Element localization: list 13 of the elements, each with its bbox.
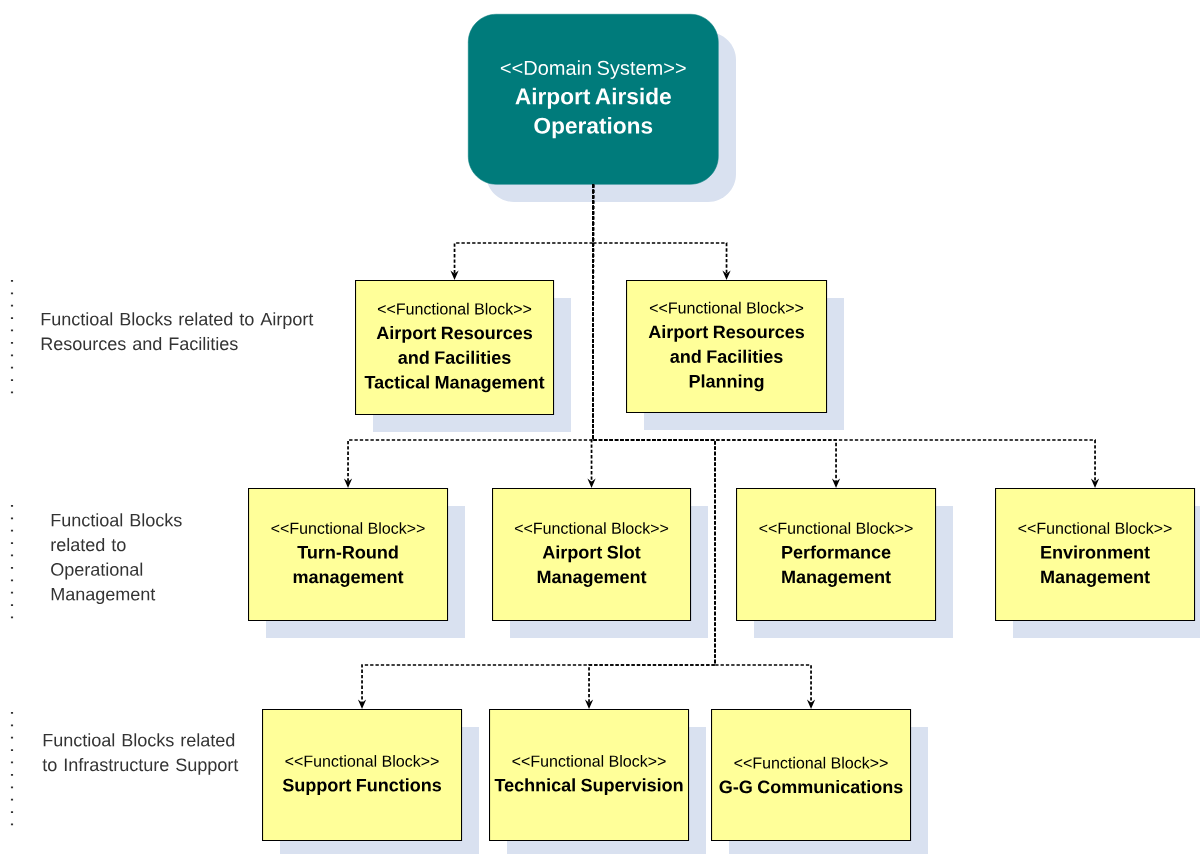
block-box: <<Functional Block>> Airport Resources and Facilities Tactical Management [355, 280, 571, 432]
block-box: <<Functional Block>> Technical Supervision [489, 709, 706, 854]
block-box: <<Functional Block>> G-G Communications [711, 709, 928, 854]
group-label: Functioal Blocks related to Airport Resources and Facilities [41, 312, 314, 351]
block-box: <<Functional Block>> Airport Resources and Facilities Planning [626, 280, 844, 430]
block-box: <<Functional Block>> Turn-Round management [248, 488, 465, 638]
group-label: Functioal Blocks related to Operational Management [51, 513, 182, 605]
block-box: <<Functional Block>> Environment Management [995, 488, 1200, 638]
group-label: Functioal Blocks related to Infrastructure Support [42, 733, 239, 775]
block-box: <<Functional Block>> Performance Management [736, 488, 953, 638]
block-box: <<Functional Block>> Support Functions [262, 709, 479, 854]
block-box: <<Functional Block>> Airport Slot Management [492, 488, 708, 638]
system-box: <<Domain System>> Airport Airside Operations [468, 14, 736, 202]
